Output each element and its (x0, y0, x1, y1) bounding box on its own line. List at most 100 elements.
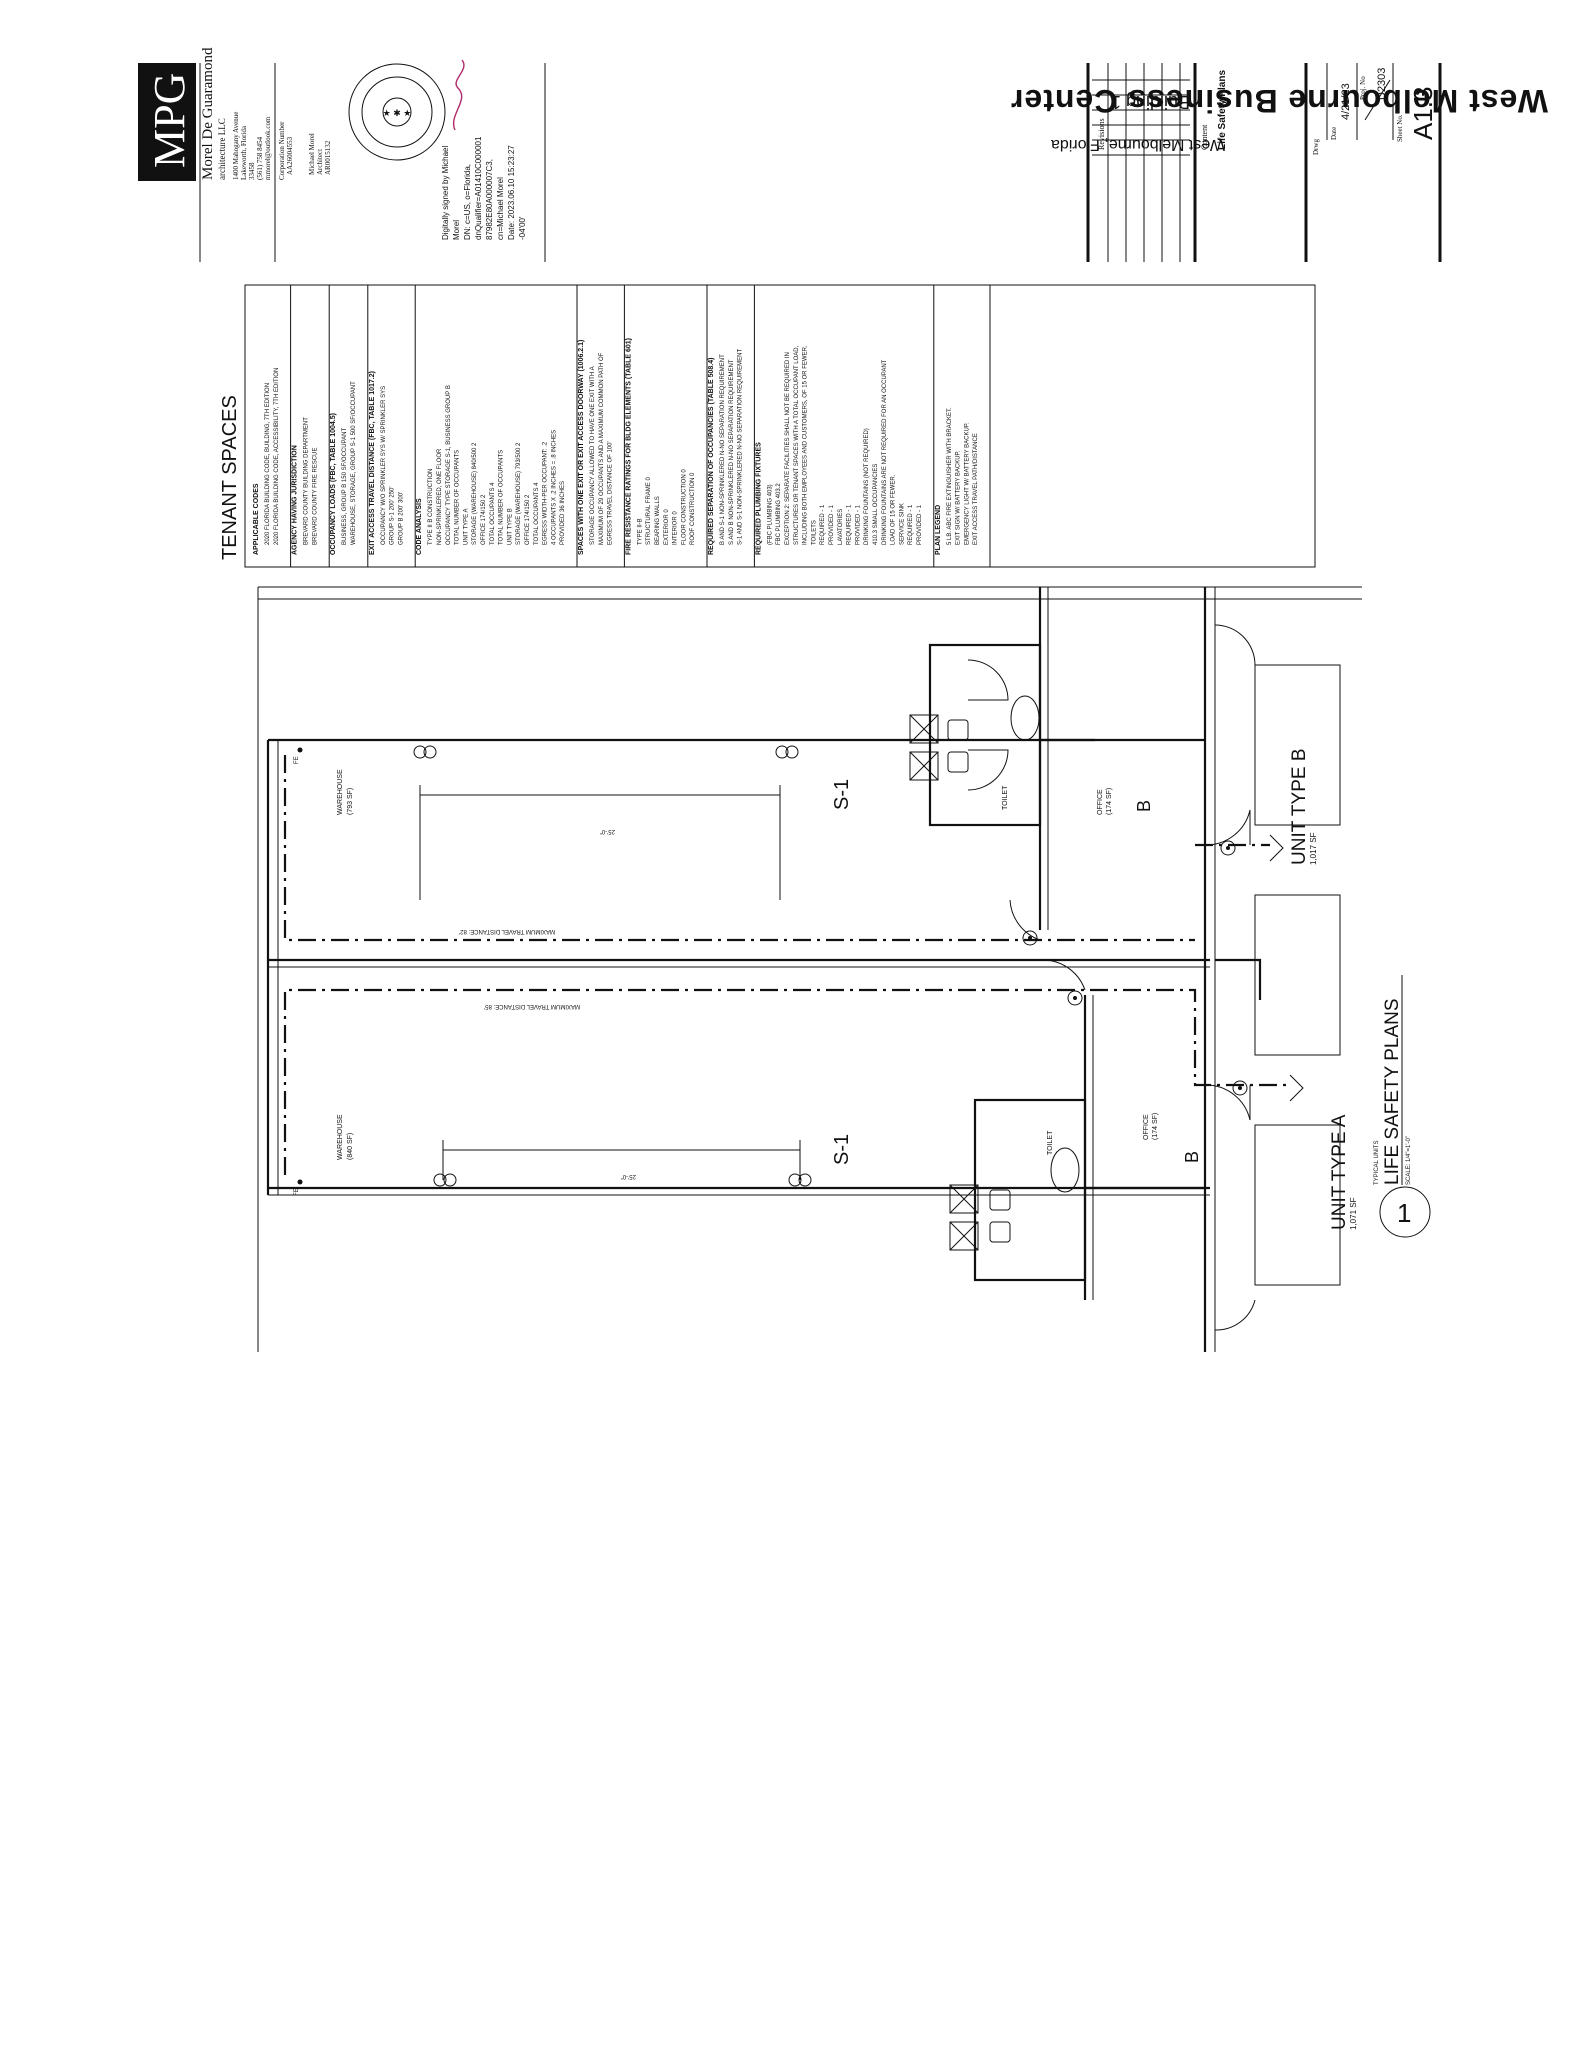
fire-extinguisher-icon (297, 1179, 303, 1185)
code-section-title: FIRE RESISTANCE RATINGS FOR BLDG ELEMENT… (625, 338, 632, 555)
office-area-b: (174 SF) (1106, 788, 1113, 815)
occupancy-s1-a: S-1 (831, 1134, 853, 1165)
emergency-light-icon (413, 745, 437, 759)
code-section-line: ROOF CONSTRUCTION 0 (690, 472, 696, 545)
code-section-line: GROUP B 200' 300' (398, 492, 404, 545)
code-section-line: PROVIDED - 1 (829, 504, 835, 545)
architect-line: Architect (316, 149, 324, 175)
code-section-line: GROUP S-1 200' 250' (390, 486, 396, 545)
signature-line: Date: 2023.06.10 15:23:27 (507, 145, 516, 240)
exit-travel-path-b (283, 755, 1195, 942)
signature-line: dnQualifier=A01410C000001 (474, 136, 483, 240)
signature-line: -04'00' (518, 216, 527, 240)
code-section-line: OCCUPANCY TYPE STORAGE S-1, BUSINESS GRO… (446, 385, 452, 545)
overhead-door-bay (1254, 894, 1341, 1056)
dim-label-a: 25'-0" (621, 1173, 636, 1179)
code-table-heading: TENANT SPACES (219, 395, 241, 560)
code-section-line: TOTAL OCCUPANTS 4 (534, 482, 540, 545)
warehouse-a-label: WAREHOUSE (337, 1114, 344, 1160)
code-section-line: TYPE II-B (637, 518, 643, 545)
code-section-line: 5 LB. ABC FIRE EXTINGUISHER WITH BRACKET… (947, 407, 953, 545)
address-line: 33458 (248, 162, 256, 180)
code-section-line: UNIT TYPE A (463, 509, 469, 545)
code-section-line: DRINKING FOUNTAINS ARE NOT REQUIRED FOR … (882, 359, 888, 545)
code-section-line: STRUCTURES OR TENANT SPACES WITH A TOTAL… (794, 345, 800, 545)
proj-label: Proj. No (1359, 76, 1367, 100)
code-section-line: PROVIDED 36 INCHES (560, 481, 566, 545)
warehouse-b-area: (793 SF) (347, 788, 354, 815)
code-section-line: EXIT SIGN W/ BATTERY BACKUP. (956, 450, 962, 545)
code-section-line: BREVARD COUNTY FIRE RESCUE (312, 448, 318, 545)
code-section-line: FBC PLUMBING 403.2 (776, 483, 782, 545)
exit-sign-icon (1022, 930, 1038, 946)
code-section-line: EGRESS TRAVEL DISTANCE OF 100' (608, 441, 614, 545)
code-section-line: INCLUDING BOTH EMPLOYEES AND CUSTOMERS, … (803, 345, 809, 545)
signature-line: Digitally signed by Michael (441, 146, 450, 240)
signature-line: Morel (452, 220, 461, 240)
occupancy-b-unit-a: B (1182, 1151, 1202, 1163)
code-section-title: AGENCY HAVING JURISDICTION (292, 445, 299, 555)
code-section-line: OFFICE 174/150 2 (481, 494, 487, 545)
architect-seal: ★ ✱ ★ (348, 63, 446, 161)
code-section-line: EXTERIOR 0 (664, 509, 670, 545)
unit-type-b-area: 1,017 SF (1309, 832, 1318, 865)
office-area-a: (174 SF) (1152, 1113, 1159, 1140)
drwg-label: Drwg (1312, 139, 1320, 155)
code-section-line: UNIT TYPE B (507, 508, 513, 545)
code-section-line: EXIT ACCESS TRAVEL PATH/DISTANCE (973, 433, 979, 545)
title-block: MPG Morel De Guaramond architecture LLC … (138, 47, 1548, 262)
address-line: mmorel@outlook.com (264, 116, 272, 180)
address-line: 1400 Mahogany Avenue (232, 112, 240, 180)
toilet-fixture (1050, 1147, 1080, 1193)
exit-travel-path-a (283, 988, 1290, 1175)
code-section-line: FLOOR CONSTRUCTION 0 (681, 469, 687, 545)
firm-sub: architecture LLC (217, 118, 227, 180)
door-swing (967, 659, 1009, 701)
floor-plan: FE FE WAREHOUSE (793 SF) WAREHOUSE (840 … (257, 586, 1431, 1352)
warehouse-b-label: WAREHOUSE (337, 769, 344, 815)
service-sink (909, 714, 939, 744)
exit-sign-icon (1220, 840, 1236, 856)
date-label: Date (1330, 127, 1338, 140)
service-sink (949, 1184, 979, 1214)
dim-label-b: 25'-0" (600, 828, 615, 834)
fe-tag: FE (294, 1188, 300, 1196)
content-value: Life Safety Plans (1217, 70, 1228, 150)
code-section-line: BEARING WALLS (655, 496, 661, 545)
code-section-line: LAVATORIES (838, 509, 844, 545)
typical-units-label: TYPICAL UNITS (1374, 1141, 1380, 1185)
overhead-door-bay (1254, 1124, 1341, 1286)
signature-line: DN: c=US, o=Florida, (463, 164, 472, 240)
service-sink (949, 1221, 979, 1251)
corp-number: AA26004553 (286, 136, 294, 175)
drawing-number-bubble (1379, 1186, 1431, 1238)
code-section-line: TOTAL NUMBER OF OCCUPANTS (455, 450, 461, 545)
code-section-title: PLAN LEGEND (935, 505, 942, 555)
door-swing (1009, 899, 1041, 941)
unit-type-a-area: 1,071 SF (1349, 1197, 1358, 1230)
unit-type-b-label: UNIT TYPE B (1289, 749, 1310, 866)
code-section-line: 410.3 SMALL OCCUPANCIES (873, 464, 879, 545)
travel-distance-a: MAXIMUM TRAVEL DISTANCE: 85' (484, 1003, 580, 1009)
code-section-line: SERVICE SINK (899, 503, 905, 545)
door-swing (1204, 809, 1251, 846)
overhead-door-bay (1254, 664, 1341, 826)
door-swing (1204, 1084, 1251, 1121)
occupancy-b-unit-b: B (1134, 800, 1154, 812)
code-section-title: OCCUPANCY LOADS (FBC, TABLE 1004.5) (330, 413, 337, 555)
signature-line: cn=Michael Morel (496, 177, 505, 240)
door-swing (1044, 959, 1086, 991)
service-sink (909, 751, 939, 781)
drawing-title: LIFE SAFETY PLANS (1382, 998, 1403, 1185)
code-section-line: TYPE II B CONSTRUCTION (428, 469, 434, 545)
exit-sign-icon (1232, 1080, 1248, 1096)
code-section-title: CODE ANALYSIS (416, 498, 423, 555)
unit-type-a-label: UNIT TYPE A (1329, 1114, 1350, 1230)
code-section-title: APPLICABLE CODES (253, 483, 260, 555)
